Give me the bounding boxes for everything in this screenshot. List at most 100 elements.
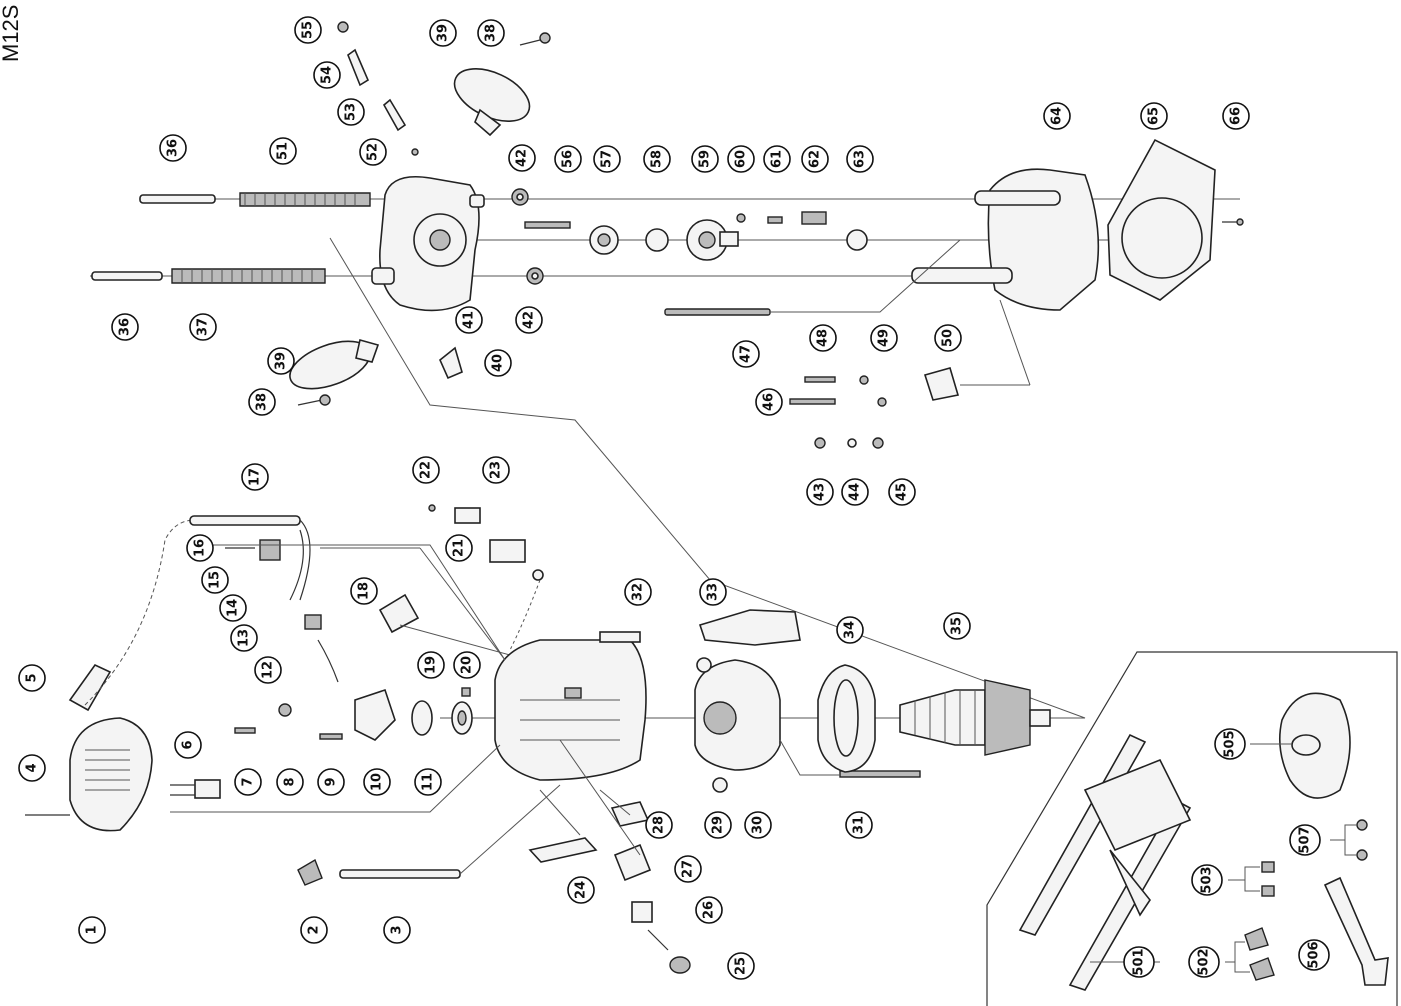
stator-30: [694, 659, 781, 771]
callout-circle: [317, 768, 345, 796]
callout-47: 47: [732, 340, 760, 368]
callout-number: 56: [561, 150, 576, 168]
callout-56: 56: [554, 145, 582, 173]
callout-2: 2: [300, 916, 328, 944]
callout-circle: [645, 811, 673, 839]
callout-34: 34: [836, 616, 864, 644]
callout-35: 35: [943, 612, 971, 640]
callout-number: 25: [734, 957, 749, 975]
screw-7: [234, 727, 256, 734]
callout-18: 18: [350, 577, 378, 605]
callout-66: 66: [1222, 102, 1250, 130]
callout-9: 9: [317, 768, 345, 796]
callout-50: 50: [934, 324, 962, 352]
callout-circle: [383, 916, 411, 944]
callout-number: 24: [574, 881, 589, 899]
label-18: [378, 593, 420, 634]
callout-63: 63: [846, 145, 874, 173]
callout-circle: [18, 664, 46, 692]
callout-22: 22: [412, 456, 440, 484]
callout-number: 6: [181, 740, 196, 749]
capacitor: [194, 779, 221, 799]
callout-circle: [219, 594, 247, 622]
screw-31: [839, 770, 921, 778]
callout-45: 45: [888, 478, 916, 506]
callout-circle: [18, 754, 46, 782]
callout-circle: [241, 463, 269, 491]
callout-circle: [276, 768, 304, 796]
callout-circle: [269, 137, 297, 165]
screw-8: [278, 703, 292, 717]
callout-30: 30: [744, 811, 772, 839]
bracket-50: [923, 367, 960, 401]
callout-circle: [230, 624, 258, 652]
callout-number: 44: [848, 483, 863, 501]
callout-circle: [567, 876, 595, 904]
callout-number: 62: [808, 150, 823, 168]
callout-44: 44: [841, 478, 869, 506]
callout-circle: [554, 145, 582, 173]
callout-circle: [1188, 946, 1220, 978]
callout-19: 19: [417, 651, 445, 679]
callout-46: 46: [755, 388, 783, 416]
nut-63: [846, 229, 868, 251]
callout-31: 31: [845, 811, 873, 839]
screw-46: [789, 398, 836, 405]
callout-circle: [429, 19, 457, 47]
callout-number: 61: [770, 150, 785, 168]
callout-circle: [294, 16, 322, 44]
callout-number: 13: [237, 629, 252, 647]
callout-number: 63: [853, 150, 868, 168]
callout-4: 4: [18, 754, 46, 782]
callout-number: 54: [320, 66, 335, 84]
callout-circle: [337, 98, 365, 126]
callout-number: 503: [1200, 866, 1215, 893]
callout-59: 59: [691, 145, 719, 173]
screw-503a: [1261, 861, 1275, 873]
nut-49: [859, 375, 869, 385]
spanner-506: [1323, 876, 1389, 986]
screw-503b: [1261, 885, 1275, 897]
upper-assembly: [90, 21, 1244, 449]
callout-circle: [484, 349, 512, 377]
callout-circle: [515, 306, 543, 334]
callout-39: 39: [429, 19, 457, 47]
callout-number: 505: [1223, 730, 1238, 757]
callout-number: 38: [484, 24, 499, 42]
ring-11: [411, 700, 433, 736]
callout-number: 10: [370, 773, 385, 791]
lead-29: [712, 777, 728, 793]
callout-circle: [806, 478, 834, 506]
callout-number: 26: [702, 901, 717, 919]
callout-circle: [624, 578, 652, 606]
callout-number: 15: [208, 571, 223, 589]
nut-507b: [1356, 849, 1368, 861]
callout-52: 52: [359, 138, 387, 166]
callout-circle: [445, 534, 473, 562]
brush-cap-27: [613, 843, 652, 882]
callout-number: 64: [1050, 107, 1065, 125]
callout-circle: [455, 306, 483, 334]
callout-circle: [174, 731, 202, 759]
screw-56: [524, 221, 571, 229]
callout-number: 2: [307, 925, 322, 934]
callout-15: 15: [201, 566, 229, 594]
callout-number: 41: [462, 311, 477, 329]
screw-9: [319, 733, 343, 740]
callout-number: 1: [85, 925, 100, 934]
callout-circle: [699, 578, 727, 606]
callout-number: 57: [600, 150, 615, 168]
callout-number: 46: [762, 393, 777, 411]
callout-circle: [744, 811, 772, 839]
gasket-10: [354, 688, 396, 741]
callout-circle: [414, 768, 442, 796]
callout-number: 14: [226, 599, 241, 617]
lock-62: [801, 211, 827, 225]
callout-42: 42: [515, 306, 543, 334]
callout-circle: [78, 916, 106, 944]
callout-36: 36: [111, 313, 139, 341]
callout-number: 35: [950, 617, 965, 635]
callout-circle: [248, 388, 276, 416]
callout-number: 4: [25, 763, 40, 772]
